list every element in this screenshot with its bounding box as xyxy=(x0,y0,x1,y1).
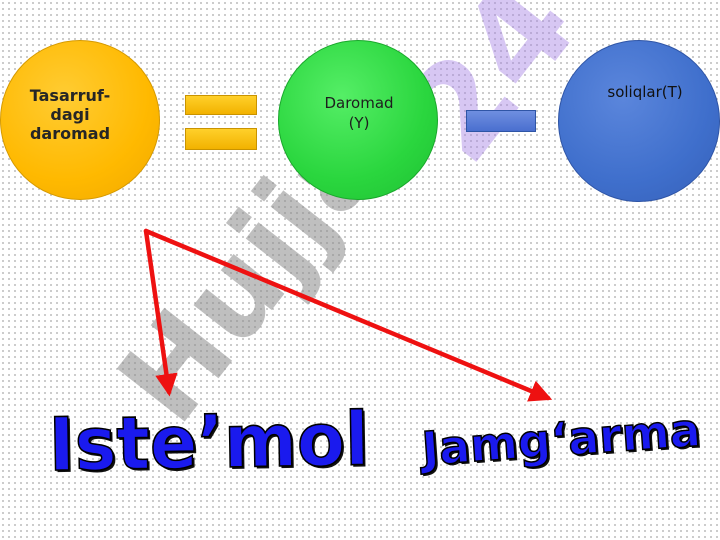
arrow-to-consumption xyxy=(143,228,178,397)
node-daromad: Daromad (Y) xyxy=(278,40,438,200)
node-soliqlar: soliqlar(T) xyxy=(558,40,720,202)
node-label: soliqlar(T) xyxy=(607,83,683,101)
minus-sign-bar xyxy=(466,110,536,132)
equals-sign-top-bar xyxy=(185,95,257,115)
equals-sign-bottom-bar xyxy=(185,128,257,150)
arrow-to-savings xyxy=(143,228,553,402)
node-label: Daromad (Y) xyxy=(324,94,394,132)
node-label: Tasarruf- dagi daromad xyxy=(29,85,111,143)
consumption-label: Iste’mol xyxy=(47,395,370,489)
node-tasarrufdagi-daromad: Tasarruf- dagi daromad xyxy=(0,40,160,200)
